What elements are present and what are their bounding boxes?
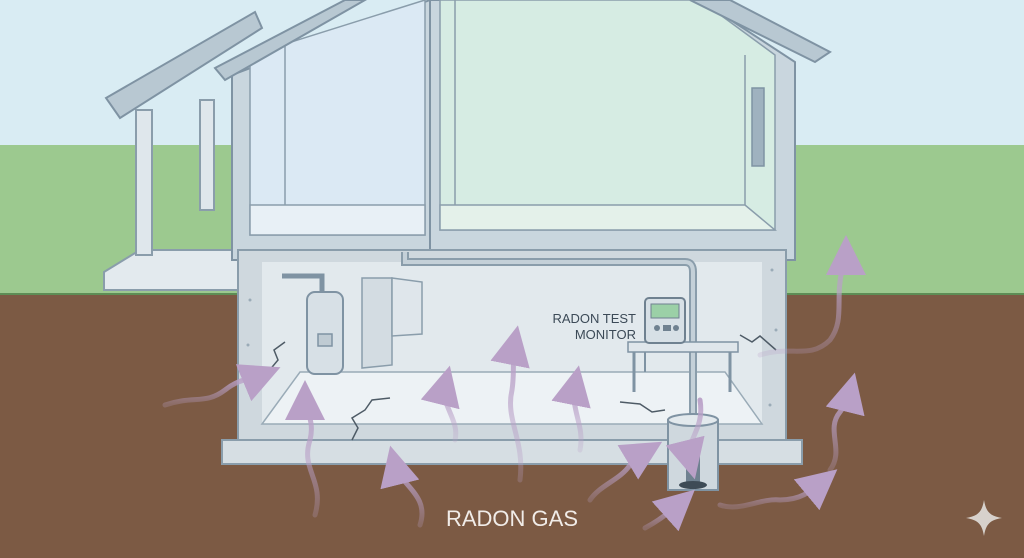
radon-arrow — [642, 489, 695, 532]
radon-arrow — [420, 365, 460, 443]
radon-arrow — [587, 441, 663, 503]
window — [751, 87, 765, 167]
monitor-label-line2: MONITOR — [575, 327, 636, 342]
radon-arrow — [162, 364, 281, 408]
radon-arrow — [717, 469, 838, 511]
right-room-interior — [439, 0, 776, 231]
monitor-label-line1: RADON TEST — [552, 311, 636, 326]
radon-arrow — [825, 372, 865, 473]
radon-gas-arrows — [162, 235, 866, 532]
radon-arrow — [490, 325, 530, 483]
radon-arrow — [551, 365, 591, 453]
porch — [103, 10, 264, 291]
house-upper — [213, 0, 832, 261]
radon-arrow — [285, 380, 326, 518]
water-heater — [282, 273, 344, 375]
radon-arrow — [665, 397, 705, 480]
radon-arrow — [380, 445, 425, 528]
sparkle-icon — [966, 500, 1002, 536]
radon-gas-label: RADON GAS — [446, 506, 578, 531]
radon-arrow — [757, 235, 866, 358]
furnace — [361, 277, 423, 369]
radon-monitor — [627, 297, 739, 392]
